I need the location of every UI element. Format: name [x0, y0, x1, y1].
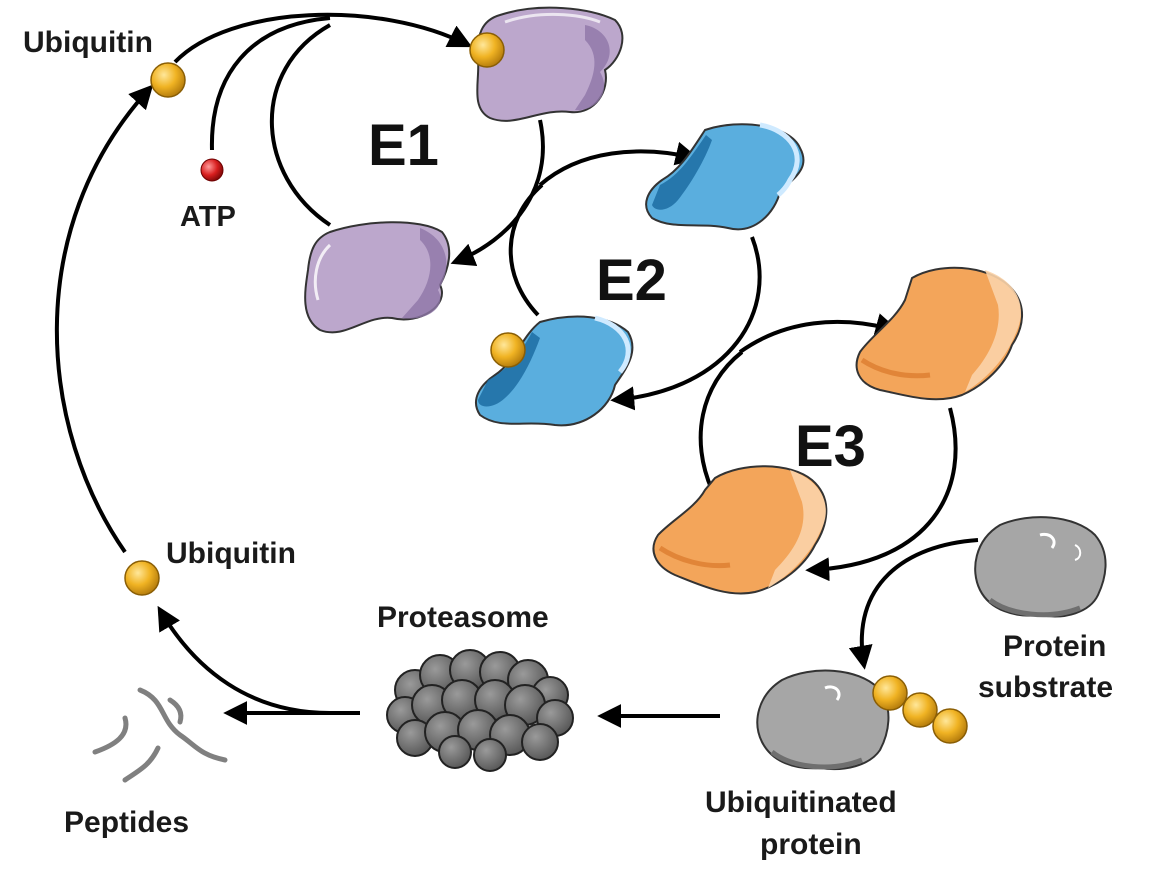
e1-enzyme-free — [304, 221, 451, 334]
arc-e3-cycle-left — [698, 350, 744, 491]
arc-e1-cycle-right — [450, 119, 545, 266]
label-ubiquitinated-line1: Ubiquitinated — [705, 786, 897, 819]
label-atp: ATP — [180, 201, 236, 233]
arc-e2-cycle-left — [508, 183, 544, 317]
e2-enzyme-charged — [475, 315, 634, 427]
label-protein-substrate-line2: substrate — [978, 671, 1113, 704]
e3-enzyme-free — [855, 266, 1024, 401]
arrow-peptides-to-ubiquitin — [157, 605, 331, 715]
e3-enzyme-charged — [652, 465, 828, 595]
arrow-atp-into-e1 — [209, 16, 331, 151]
ubiquitin-chain-3 — [932, 708, 968, 744]
arrow-substrate-to-ubiquitinated — [848, 538, 979, 670]
arc-e1-cycle-left — [269, 23, 332, 227]
label-peptides: Peptides — [64, 806, 189, 839]
arc-e2-cycle-right — [610, 236, 762, 411]
e2-enzyme-free — [645, 122, 805, 231]
arrow-recycle-up — [54, 84, 154, 554]
ubiquitin-recycled — [124, 560, 160, 596]
arrow-ubiquitin-to-e1 — [173, 12, 473, 64]
label-e2: E2 — [596, 248, 667, 313]
arc-e3-cycle-right — [805, 407, 958, 582]
proteasome — [386, 649, 574, 772]
label-protein-substrate-line1: Protein — [1003, 630, 1106, 663]
atp-molecule — [200, 158, 224, 182]
label-e1: E1 — [368, 113, 439, 178]
ubiquitinated-protein — [756, 669, 890, 771]
arrow-e1-to-e2 — [538, 141, 700, 187]
ubiquitin-chain-1 — [872, 675, 908, 711]
label-ubiquitin-recycled: Ubiquitin — [166, 537, 296, 570]
ubiquitin-chain-2 — [902, 692, 938, 728]
label-proteasome: Proteasome — [377, 601, 549, 634]
peptides — [92, 687, 228, 783]
label-ubiquitinated-line2: protein — [760, 828, 862, 861]
label-ubiquitin-top: Ubiquitin — [23, 26, 153, 59]
ubiquitin-on-e1 — [469, 32, 505, 68]
e1-enzyme-charged — [476, 6, 624, 122]
ubiquitin-free-top — [150, 62, 186, 98]
arrow-e2-to-e3 — [738, 313, 900, 354]
label-e3: E3 — [795, 414, 866, 479]
protein-substrate — [974, 516, 1107, 618]
ubiquitin-on-e2 — [490, 332, 526, 368]
arrows — [54, 12, 979, 728]
